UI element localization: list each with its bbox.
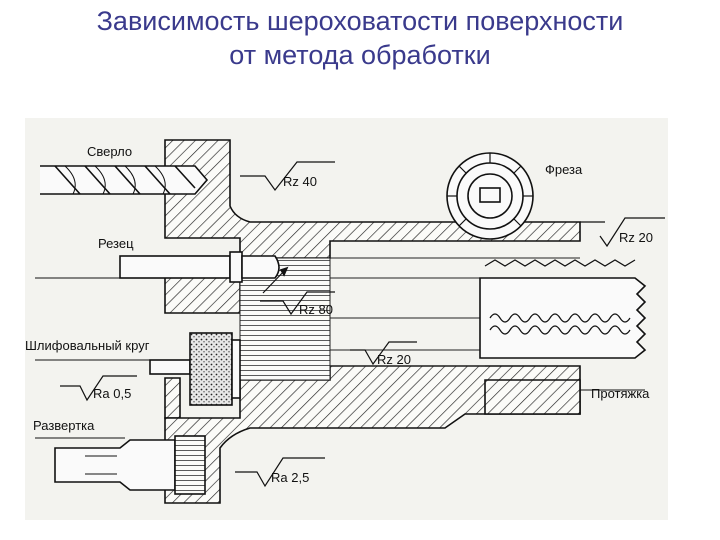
leader-lines [35, 277, 645, 439]
roughness-symbols [60, 161, 665, 488]
cutter [119, 251, 289, 294]
machining-diagram: Сверло Резец Шлифовальный круг Развертка… [25, 118, 668, 520]
roughness-rz40: Rz 40 [283, 174, 317, 189]
title-line-2: от метода обработки [229, 40, 491, 70]
label-mill: Фреза [545, 162, 583, 177]
label-broach: Протяжка [591, 386, 650, 401]
roughness-rz80: Rz 80 [299, 302, 333, 317]
milling-cutter [446, 152, 534, 240]
roughness-rz20-top: Rz 20 [619, 230, 653, 245]
label-cutter: Резец [98, 236, 134, 251]
label-grinding-wheel: Шлифовальный круг [25, 338, 150, 353]
title-line-1: Зависимость шероховатости поверхности [96, 6, 624, 36]
reamer [54, 435, 206, 495]
roughness-ra05: Ra 0,5 [93, 386, 131, 401]
label-reamer: Развертка [33, 418, 95, 433]
roughness-rz20-bore: Rz 20 [377, 352, 411, 367]
grinding-wheel [149, 332, 241, 406]
roughness-ra25: Ra 2,5 [271, 470, 309, 485]
broach [479, 259, 647, 359]
drill [40, 165, 209, 195]
page-title: Зависимость шероховатости поверхности от… [0, 4, 720, 72]
label-drill: Сверло [87, 144, 132, 159]
